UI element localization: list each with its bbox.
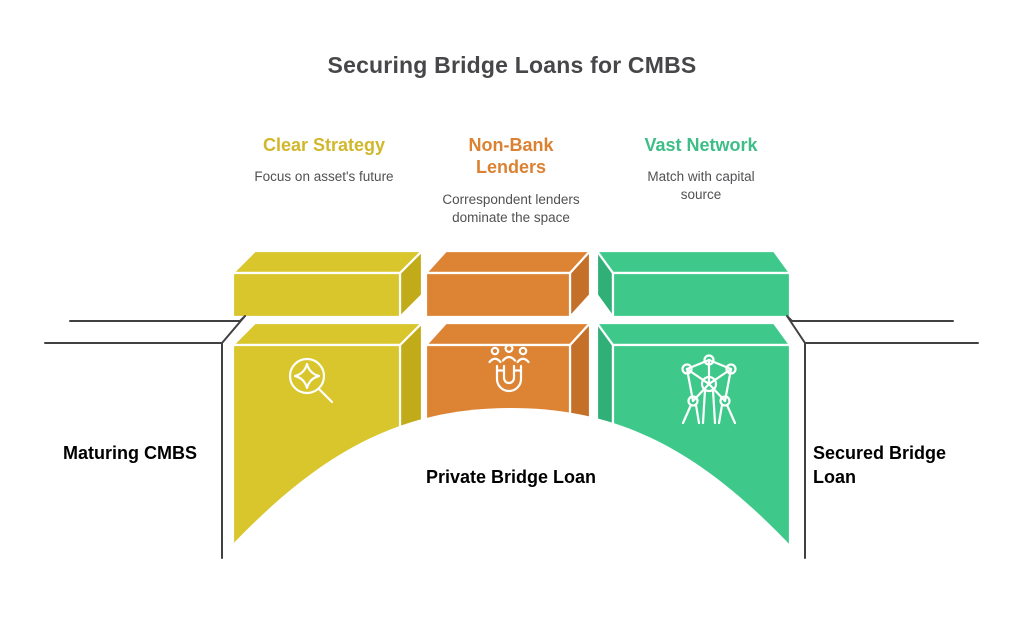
- yellow-upper-block-front: [231, 271, 402, 319]
- green-lower-block-top: [595, 321, 792, 347]
- green-upper-block-front: [611, 271, 792, 319]
- orange-upper-block-front: [424, 271, 572, 319]
- yellow-upper-block: [231, 249, 424, 319]
- column-desc-vast-network: Match with capital source: [647, 169, 755, 202]
- orange-upper-block: [424, 249, 592, 319]
- page-title: Securing Bridge Loans for CMBS: [327, 52, 697, 78]
- bridge-arch-cutout: [229, 408, 793, 631]
- network-nodes-icon: [681, 354, 737, 425]
- label-secured-bridge-loan: Secured Bridge Loan: [813, 443, 947, 487]
- sparkle-magnifier-icon: [288, 357, 334, 404]
- green-upper-block: [595, 249, 792, 319]
- column-heading-vast-network: Vast Network: [644, 135, 758, 155]
- yellow-lower-block-top: [231, 321, 424, 347]
- magnet-attract-icon: [488, 344, 530, 393]
- green-upper-block-top: [595, 249, 792, 275]
- orange-lower-block-top: [424, 321, 592, 347]
- column-desc-non-bank-lenders: Correspondent lenders dominate the space: [442, 192, 580, 225]
- column-heading-non-bank-lenders: Non-Bank Lenders: [468, 135, 554, 177]
- label-maturing-cmbs: Maturing CMBS: [63, 443, 197, 463]
- left-cliff-edge-lines: [44, 315, 246, 559]
- right-cliff-edge-lines: [786, 315, 979, 559]
- yellow-upper-block-top: [231, 249, 424, 275]
- column-desc-clear-strategy: Focus on asset's future: [254, 169, 394, 184]
- orange-upper-block-top: [424, 249, 592, 275]
- label-private-bridge-loan: Private Bridge Loan: [425, 467, 597, 487]
- column-heading-clear-strategy: Clear Strategy: [262, 135, 386, 155]
